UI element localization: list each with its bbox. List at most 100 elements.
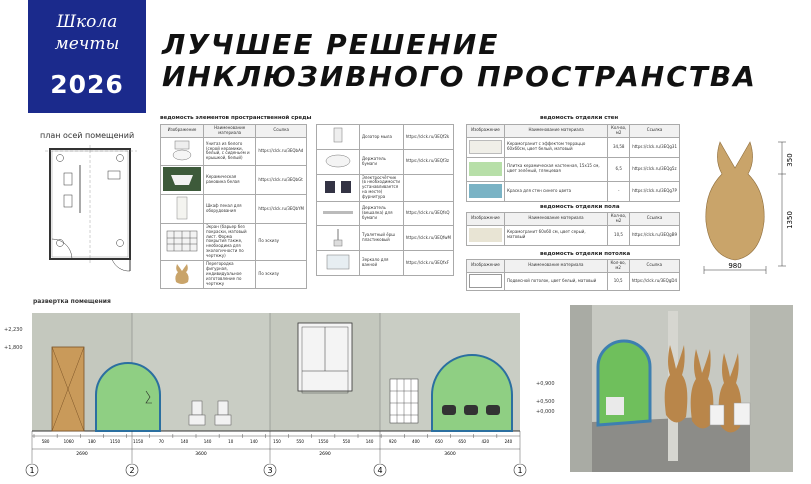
axis-2: 2: [125, 431, 139, 477]
row-qty: 10,5: [606, 271, 630, 291]
partition-dim-side: 1350: [786, 211, 794, 229]
row-link[interactable]: https://clck.ru/3EQfwM: [402, 225, 455, 252]
row-name: Керамическая раковина белая: [202, 165, 257, 196]
plan-label: план осей помещений: [40, 131, 135, 140]
row-image: [316, 173, 360, 202]
col-link: Ссылка: [255, 124, 307, 138]
green-arch-left: [95, 362, 161, 432]
level-mark: +1,800: [4, 345, 23, 351]
partition-drawing: 350 1350 980: [703, 141, 794, 274]
row-qty: 10,5: [606, 224, 630, 246]
dim-top: 550: [343, 439, 351, 444]
row-link[interactable]: https://clck.ru/3EQfxF: [402, 250, 455, 276]
row-link[interactable]: https://clck.ru/3EQbYM: [255, 194, 307, 224]
swatch-green-tile: [469, 162, 502, 177]
row-swatch: [466, 271, 505, 291]
col-image: Изображение: [466, 259, 505, 273]
page-title-line1: ЛУЧШЕЕ РЕШЕНИЕ: [162, 28, 500, 61]
row-name: Подвесной потолок, цвет белый, матовый: [504, 271, 608, 291]
dim-top: 140: [366, 439, 374, 444]
svg-text:1: 1: [517, 466, 522, 475]
school-logo: Школа мечты 2026: [28, 0, 146, 113]
row-name: Унитаз из белого (серой керамики, белый,…: [202, 136, 257, 167]
dim-top: 1550: [318, 439, 329, 444]
row-name: Керамогранит 60х60 см, цвет серый, матов…: [504, 224, 608, 246]
dim-top: 140: [181, 439, 189, 444]
row-link[interactable]: https://clck.ru/3EQgB9: [628, 224, 681, 246]
dim-top: 650: [435, 439, 443, 444]
row-link[interactable]: https://clck.ru/3EQg7P: [629, 180, 680, 202]
level-mark: +0,900: [536, 381, 555, 387]
col-qty: Кол-во, м2: [607, 124, 631, 138]
row-name: Зеркало для ванной: [359, 250, 404, 276]
swatch-grey-floor: [469, 228, 502, 243]
partition-dim-width: 980: [728, 262, 741, 270]
cabinet-icon: [176, 196, 188, 220]
row-name: Плитка керамическая настенная, 15х15 см,…: [503, 156, 609, 182]
row-image: [160, 194, 204, 224]
row-image: [160, 222, 204, 261]
floor-table-title: ведомость отделки пола: [540, 204, 620, 210]
row-name: Перегородка фигурная, индивидуальное изг…: [202, 259, 257, 290]
row-link[interactable]: https://clck.ru/3EQbGt: [255, 165, 307, 196]
row-image: [316, 225, 360, 252]
col-qty: Кол-во, м2: [606, 212, 630, 226]
row-image: [316, 250, 360, 276]
col-name: Наименование материала: [504, 212, 608, 226]
dim-bottom: 2690: [76, 451, 88, 457]
col-image: Изображение: [160, 124, 204, 138]
row-link[interactable]: https://clck.ru/3EQbAd: [255, 136, 307, 167]
dim-top: 140: [204, 439, 212, 444]
toilet-icon: [172, 140, 192, 160]
elevation-label: развертка помещения: [33, 298, 111, 305]
row-link[interactable]: https://clck.ru/3EQg5z: [629, 156, 680, 182]
row-link: По эскизу: [255, 222, 307, 261]
level-mark: +0,500: [536, 399, 555, 405]
floor-table: Изображение Наименование материала Кол-в…: [466, 212, 681, 246]
col-qty: Кол-во, м2: [606, 259, 630, 273]
floor-plan: [45, 145, 137, 272]
dim-top: 400: [412, 439, 420, 444]
svg-text:1: 1: [29, 466, 34, 475]
row-link[interactable]: https://clck.ru/3EQgD4: [628, 271, 681, 291]
col-link: Ссылка: [628, 212, 681, 226]
row-link[interactable]: https://clck.ru/3EQf3z: [402, 148, 455, 175]
logo-line1: Школа: [56, 12, 118, 32]
row-image: [160, 165, 204, 196]
screen-grid-icon: [166, 230, 198, 252]
row-image: [160, 259, 204, 290]
col-name: Наименование материала: [202, 124, 257, 138]
row-name: Дозатор мыла: [359, 124, 404, 150]
meter-icon: [325, 180, 351, 193]
row-link[interactable]: https://clck.ru/3EQg31: [629, 136, 680, 158]
level-mark: +0,000: [536, 409, 555, 415]
row-image: [316, 148, 360, 175]
row-link[interactable]: https://clck.ru/3EQfsQ: [402, 200, 455, 227]
logo-line2: мечты: [54, 34, 120, 54]
dim-bottom: 3600: [444, 451, 456, 457]
ceiling-table: Изображение Наименование материала Кол-в…: [466, 259, 681, 291]
sink-icon: [163, 167, 201, 192]
row-swatch: [466, 136, 505, 158]
dim-top: 580: [42, 439, 50, 444]
elements-table: Изображение Наименование материала Ссылк…: [160, 124, 307, 290]
svg-text:3: 3: [267, 466, 272, 475]
row-name: Краска для стен синего цвета: [503, 180, 609, 202]
dim-top: 920: [389, 439, 397, 444]
dim-top: 10: [228, 439, 234, 444]
row-name: Туалетный ёрш пластиковый: [359, 225, 404, 252]
row-link[interactable]: https://clck.ru/3EQf2k: [402, 124, 455, 150]
interior-render: [570, 305, 793, 472]
col-name: Наименование материала: [503, 124, 609, 138]
row-name: Электросчётчик (в необходимости устанавл…: [359, 173, 404, 202]
row-link: По эскизу: [255, 259, 307, 290]
col-image: Изображение: [466, 212, 505, 226]
col-image: Изображение: [466, 124, 505, 138]
dim-top: 550: [296, 439, 304, 444]
row-name: Держатель бумаги: [359, 148, 404, 175]
row-name: Экран (барьер без покраски, матовый лист…: [202, 222, 257, 261]
elements-table-continued: Дозатор мыла https://clck.ru/3EQf2k Держ…: [316, 124, 455, 276]
paper-holder-icon: [325, 154, 351, 168]
svg-text:2: 2: [129, 466, 134, 475]
